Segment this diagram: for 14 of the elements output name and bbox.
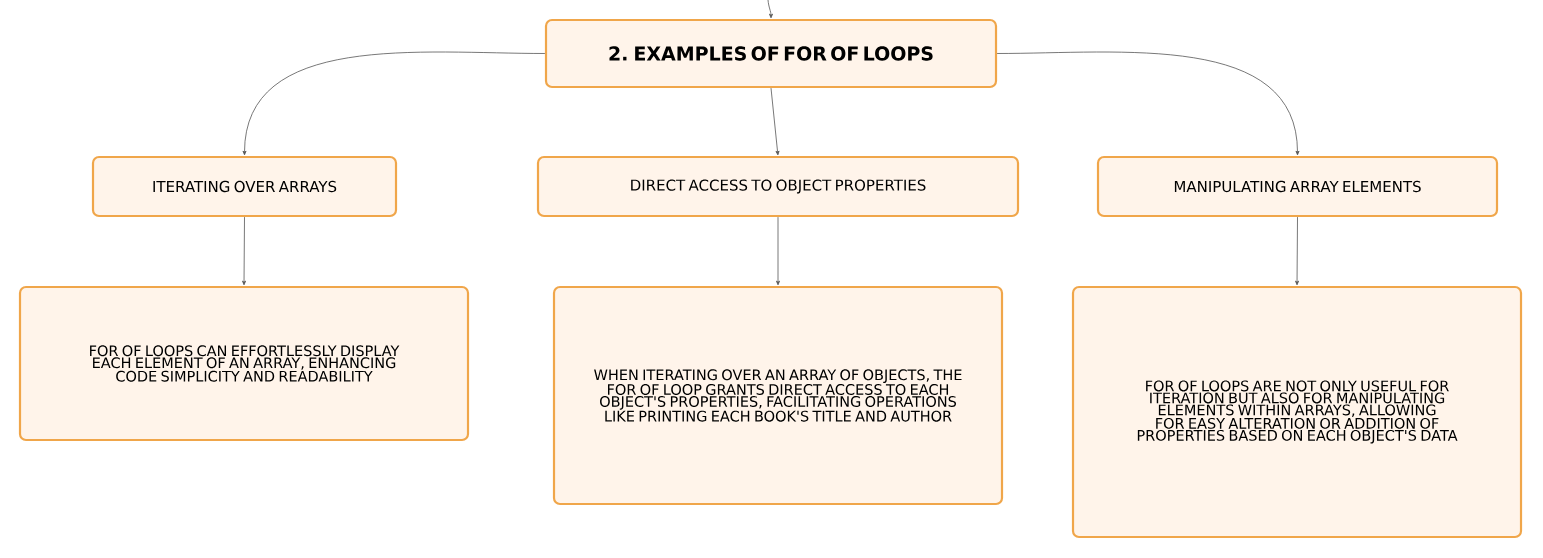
topic-box: ITERATING OVER ARRAYS <box>91 155 398 218</box>
topic-box: DIRECT ACCESS TO OBJECT PROPERTIES <box>536 155 1020 218</box>
arrow <box>776 216 780 286</box>
arrow <box>242 216 246 286</box>
description-box: FOR OF LOOPS CAN EFFORTLESSLY DISPLAY EACH ELEMENT OF AN ARRAY, ENHANCING CODE SIMPLICITY AND READABILITY <box>18 285 470 442</box>
title-box: 2. EXAMPLES OF FOR OF LOOPS <box>544 18 998 89</box>
description-box: FOR OF LOOPS ARE NOT ONLY USEFUL FOR ITERATION BUT ALSO FOR MANIPULATING ELEMENTS WITHIN ARRAYS, ALLOWING FOR EASY ALTERATION OR ADDITION OF PROPERTIES BASED ON EACH OBJECT'S DATA <box>1071 285 1523 539</box>
arrow <box>996 51 1300 156</box>
arrow <box>767 0 773 19</box>
arrow <box>770 87 780 156</box>
arrow <box>242 51 546 156</box>
arrow <box>1295 216 1299 286</box>
description-box: WHEN ITERATING OVER AN ARRAY OF OBJECTS, THE FOR OF LOOP GRANTS DIRECT ACCESS TO EACH OBJECT'S PROPERTIES, FACILITATING OPERATIONS LIKE PRINTING EACH BOOK'S TITLE AND AUTHOR <box>552 285 1004 506</box>
topic-box: MANIPULATING ARRAY ELEMENTS <box>1096 155 1499 218</box>
